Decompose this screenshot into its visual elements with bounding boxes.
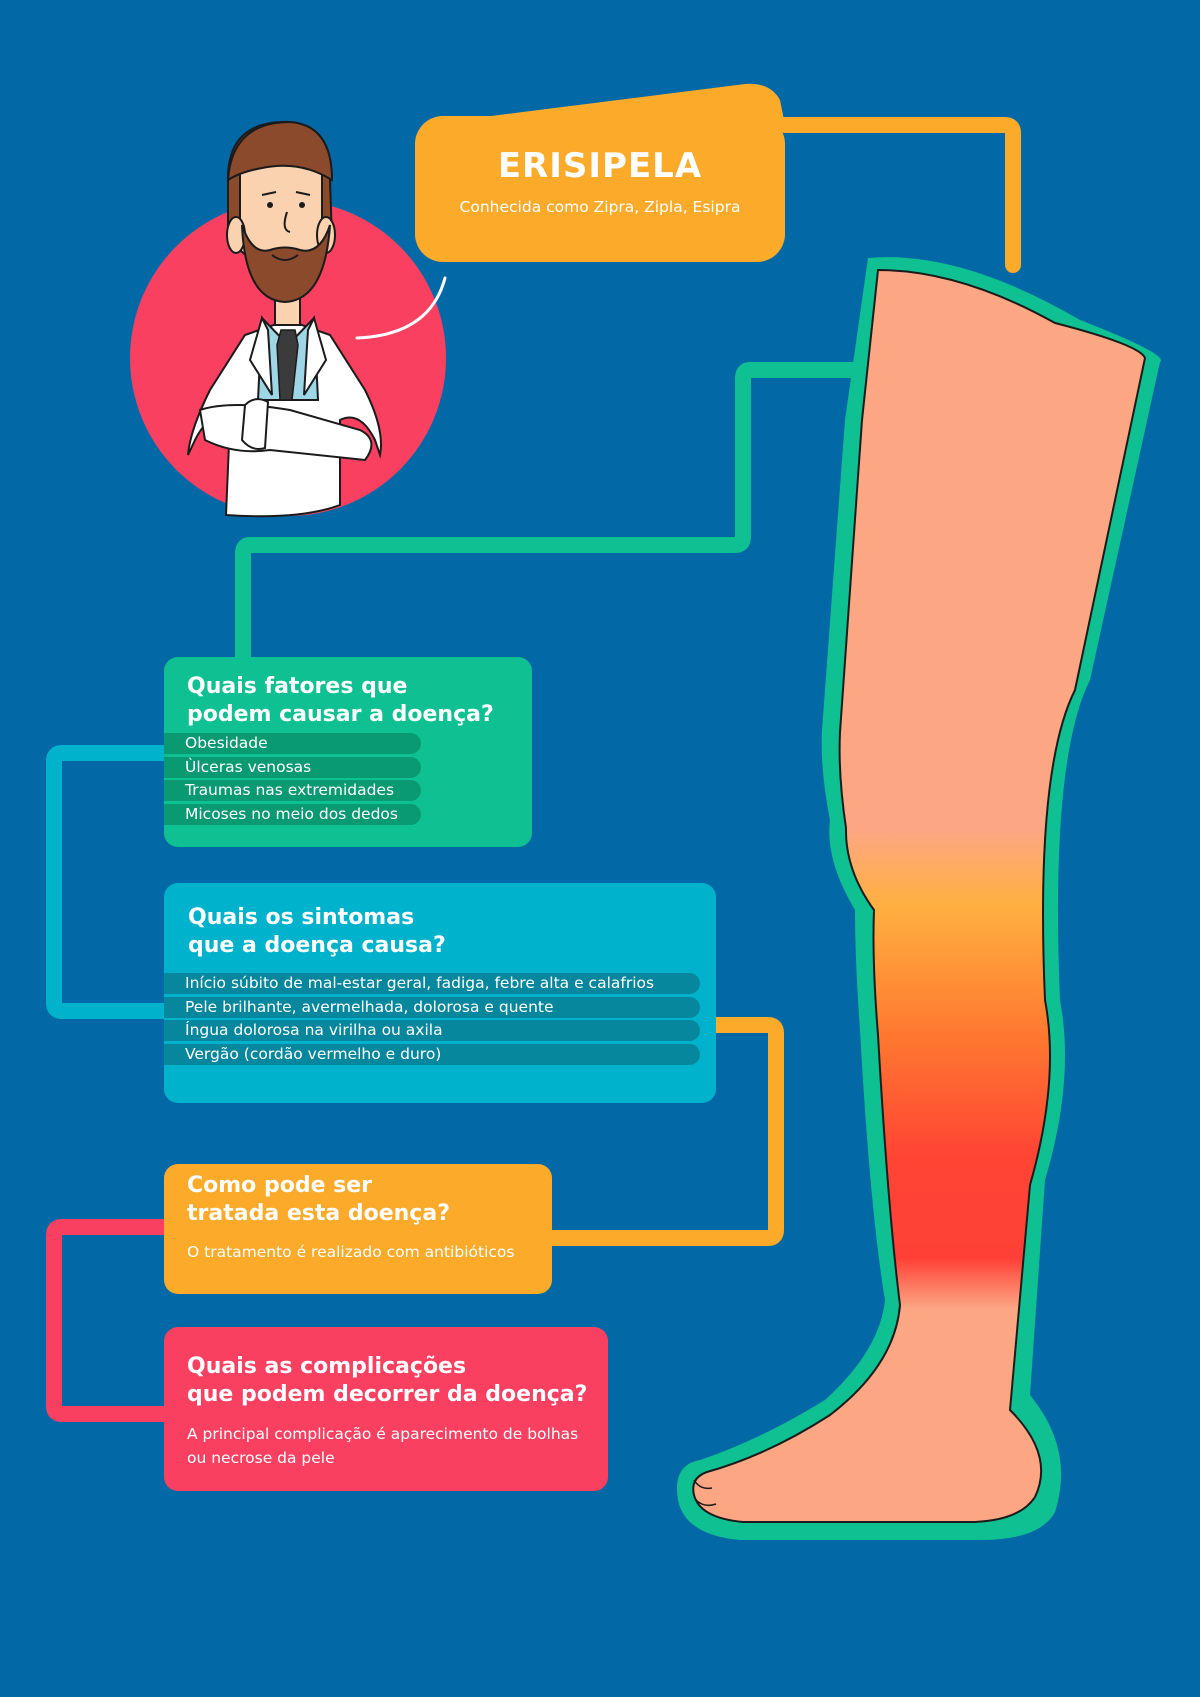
list-item: Micoses no meio dos dedos bbox=[164, 804, 421, 826]
list-item: Traumas nas extremidades bbox=[164, 780, 421, 802]
list-item: Íngua dolorosa na virilha ou axila bbox=[164, 1020, 700, 1042]
page-subtitle: Conhecida como Zipra, Zipla, Esipra bbox=[459, 198, 741, 216]
causes-title-line1: Quais fatores que bbox=[187, 674, 408, 699]
causes-box: Quais fatores que podem causar a doença?… bbox=[164, 657, 532, 847]
leg-icon bbox=[676, 257, 1161, 1541]
causes-list: Obesidade Ùlceras venosas Traumas nas ex… bbox=[164, 733, 421, 828]
title-box: ERISIPELA Conhecida como Zipra, Zipla, E… bbox=[415, 116, 785, 262]
list-item: Vergão (cordão vermelho e duro) bbox=[164, 1044, 700, 1066]
symptoms-title: Quais os sintomas que a doença causa? bbox=[188, 904, 446, 960]
list-item: Obesidade bbox=[164, 733, 421, 754]
doctor-icon bbox=[130, 120, 447, 518]
list-item: Ùlceras venosas bbox=[164, 756, 421, 778]
treatment-title-line2: tratada esta doença? bbox=[187, 1201, 450, 1226]
causes-title: Quais fatores que podem causar a doença? bbox=[187, 673, 494, 729]
treatment-text: O tratamento é realizado com antibiótico… bbox=[187, 1243, 515, 1261]
symptoms-title-line1: Quais os sintomas bbox=[188, 905, 415, 930]
complications-text-line1: A principal complicação é aparecimento d… bbox=[187, 1425, 579, 1443]
list-item: Pele brilhante, avermelhada, dolorosa e … bbox=[164, 996, 700, 1018]
connector-lines bbox=[46, 117, 1021, 1422]
treatment-box: Como pode ser tratada esta doença? O tra… bbox=[164, 1164, 552, 1294]
symptoms-title-line2: que a doença causa? bbox=[188, 933, 446, 958]
complications-box: Quais as complicações que podem decorrer… bbox=[164, 1327, 608, 1491]
page-title: ERISIPELA bbox=[497, 146, 703, 186]
complications-text-line2: ou necrose da pele bbox=[187, 1449, 335, 1467]
list-item: Início súbito de mal-estar geral, fadiga… bbox=[164, 973, 700, 994]
symptoms-list: Início súbito de mal-estar geral, fadiga… bbox=[164, 973, 700, 1068]
treatment-title: Como pode ser tratada esta doença? bbox=[187, 1172, 450, 1228]
complications-title-line2: que podem decorrer da doença? bbox=[187, 1382, 588, 1407]
causes-title-line2: podem causar a doença? bbox=[187, 702, 494, 727]
complications-text: A principal complicação é aparecimento d… bbox=[187, 1422, 578, 1470]
complications-title-line1: Quais as complicações bbox=[187, 1354, 467, 1379]
symptoms-box: Quais os sintomas que a doença causa? In… bbox=[164, 883, 716, 1103]
treatment-title-line1: Como pode ser bbox=[187, 1173, 373, 1198]
complications-title: Quais as complicações que podem decorrer… bbox=[187, 1353, 587, 1409]
